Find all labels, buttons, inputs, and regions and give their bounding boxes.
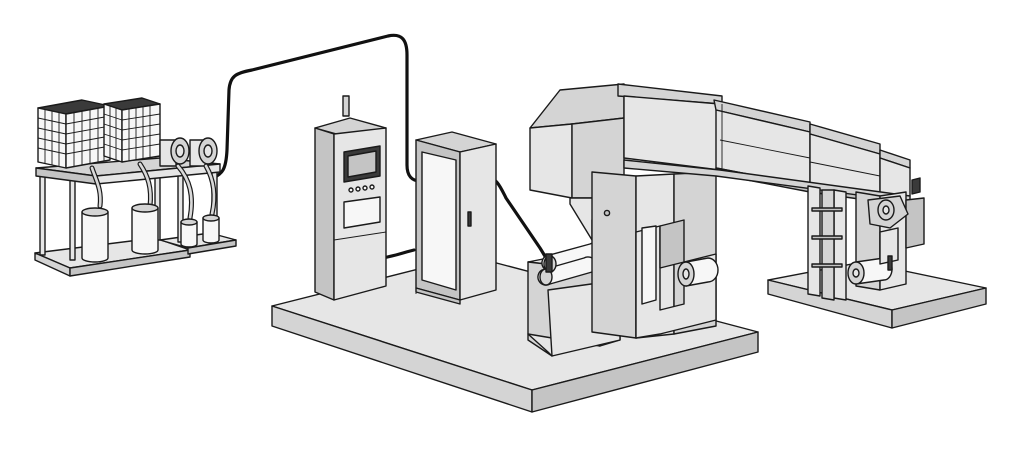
control-panel <box>314 95 387 301</box>
unwind-roller-stand <box>527 242 621 357</box>
rewind-roll-upper <box>877 199 895 221</box>
drum-3 <box>180 218 198 248</box>
pump-reel-right <box>189 137 218 167</box>
pump-reel-left <box>159 137 190 167</box>
rewind-stand <box>767 177 987 329</box>
coating-roll <box>677 257 719 287</box>
drum-4 <box>202 214 220 244</box>
crate-grid-right <box>103 97 161 163</box>
chiller-hoses <box>89 161 217 221</box>
chiller-unit <box>34 97 237 277</box>
drum-2 <box>131 203 159 255</box>
coating-section <box>529 83 719 339</box>
drum-1 <box>81 207 109 263</box>
main-platform <box>271 255 759 413</box>
crate-grid-left <box>37 99 111 169</box>
feed-rollers <box>537 242 603 286</box>
electrical-cabinet <box>415 131 497 305</box>
